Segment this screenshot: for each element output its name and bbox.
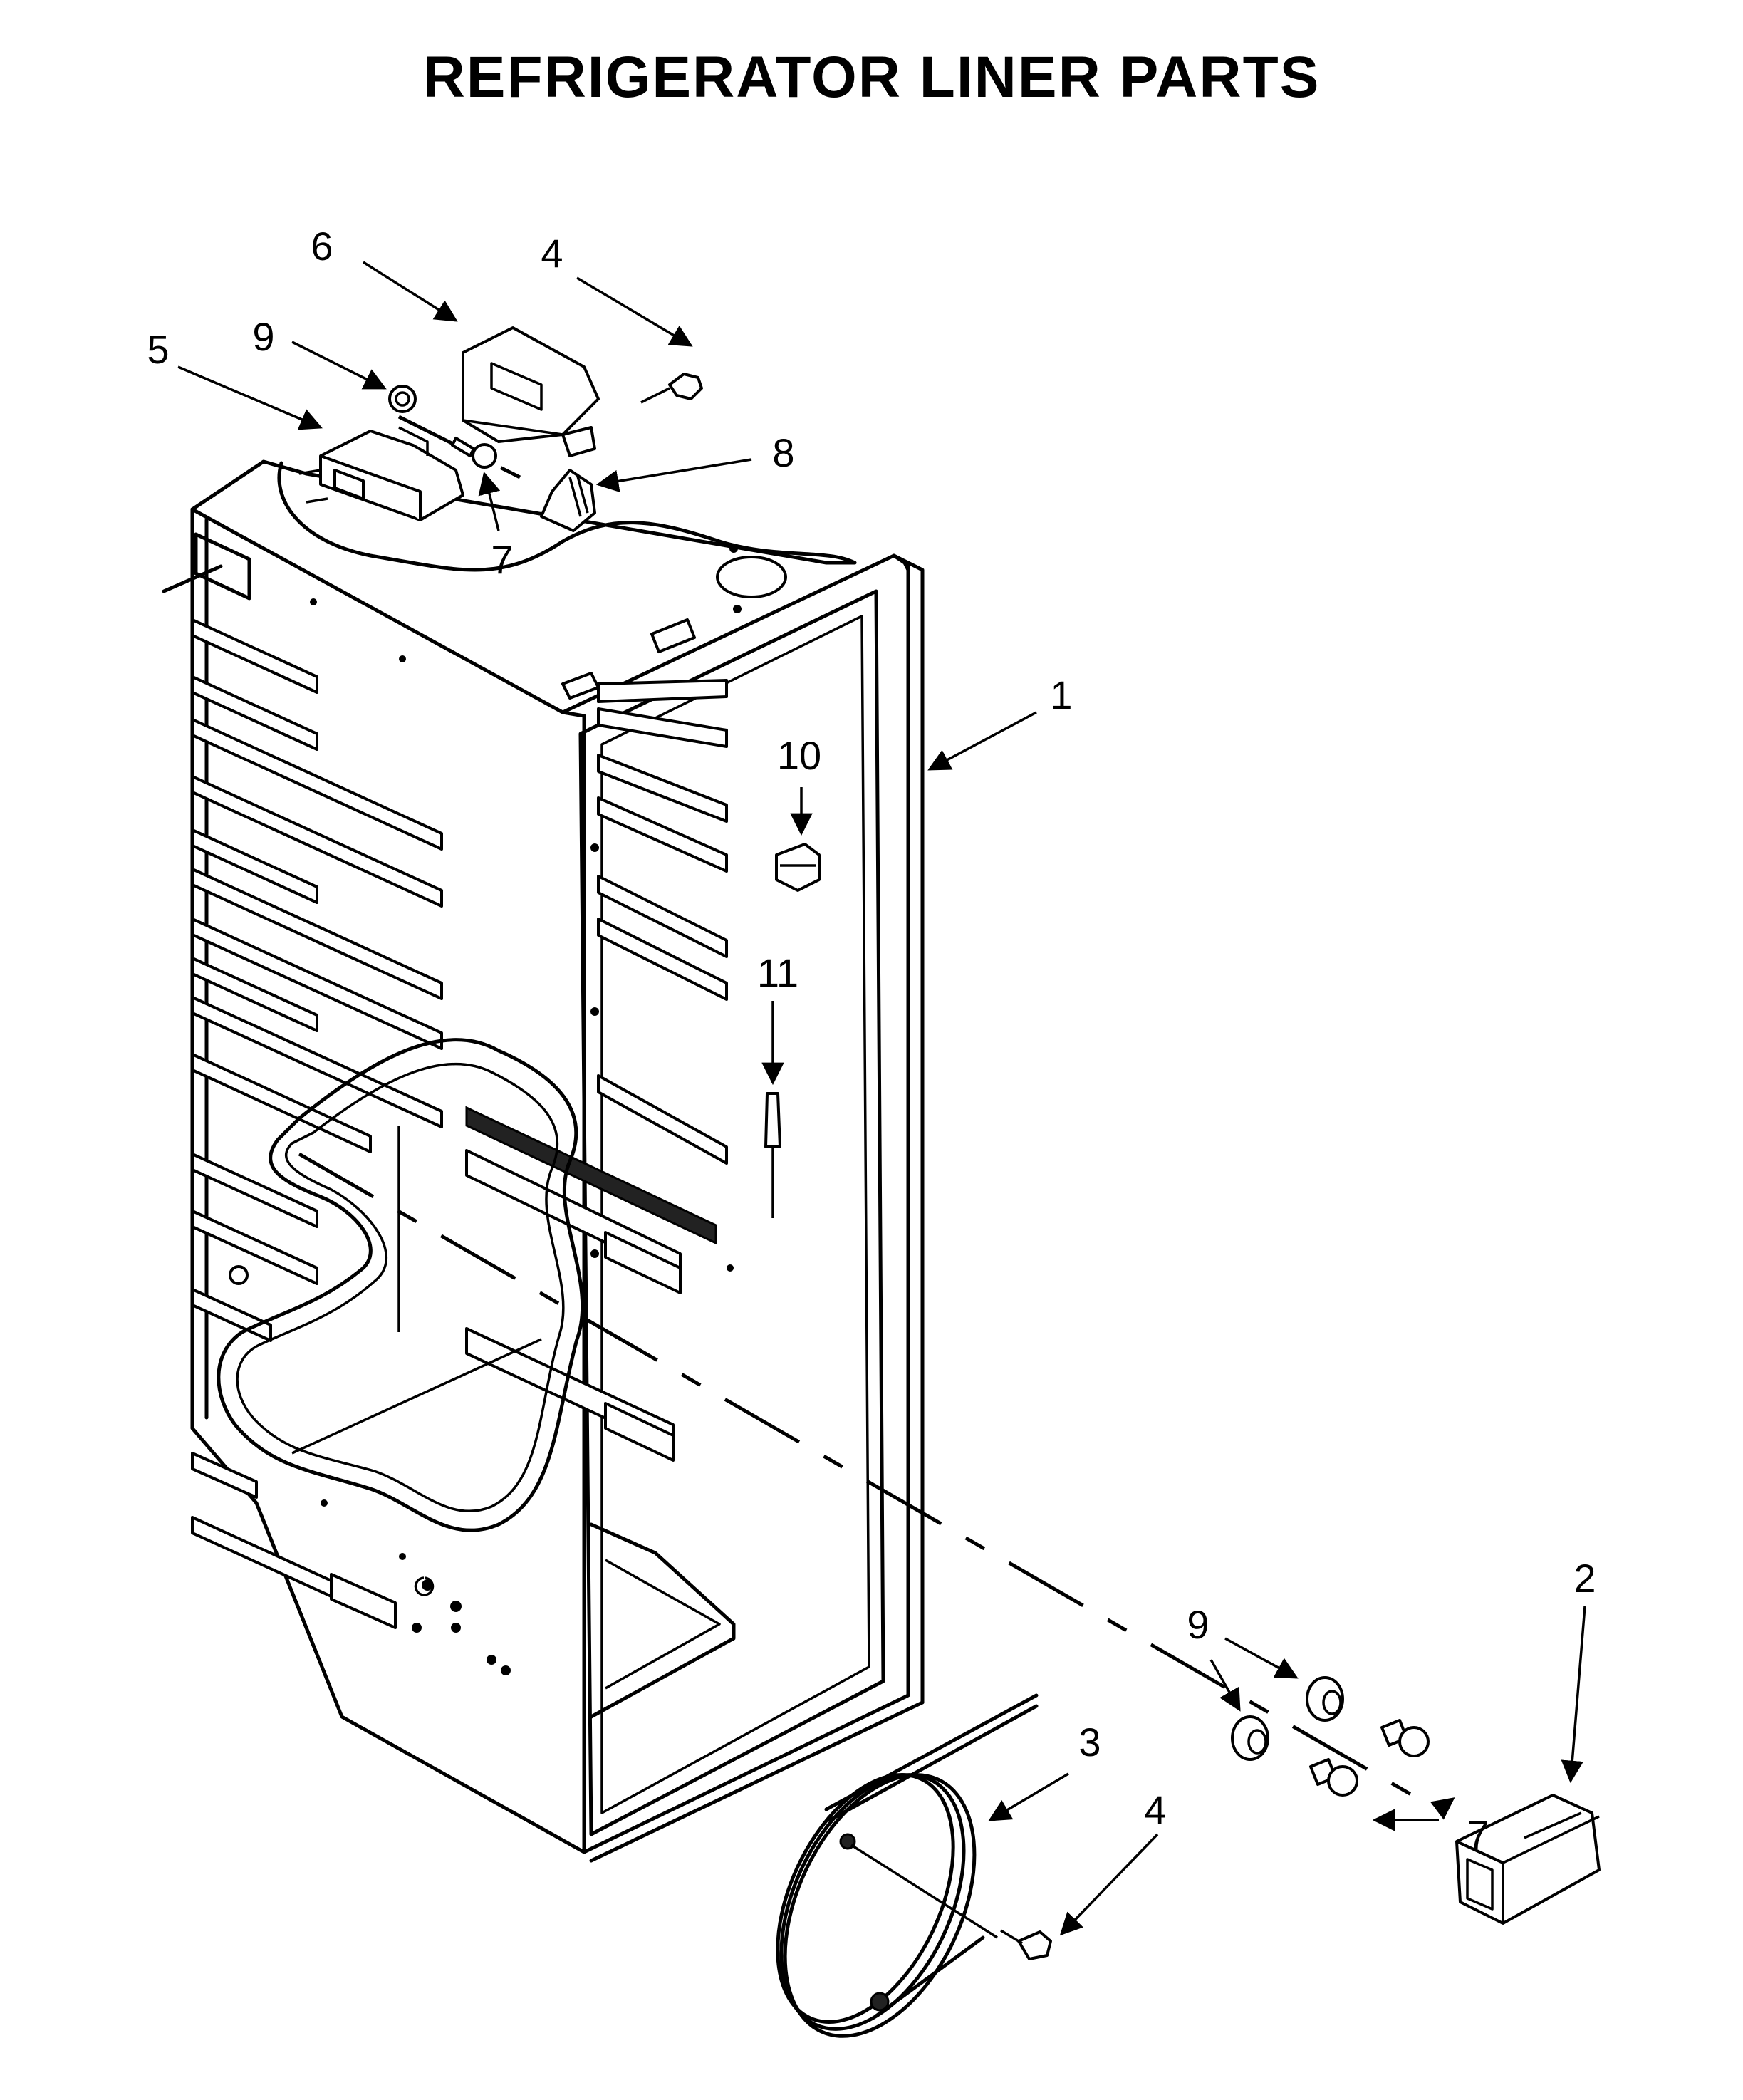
liner-body [162, 459, 925, 1863]
part-6-bracket [462, 326, 600, 457]
part-7-bulb-top [451, 437, 497, 469]
part-4-screw-bottom [1000, 1929, 1052, 1960]
part-7-bulbs-right [1309, 1719, 1430, 1797]
part-5-control-housing [298, 426, 464, 521]
part-9-grommet-top [388, 385, 417, 413]
callout-9-right: 9 [1187, 1602, 1209, 1647]
callout-5: 5 [147, 327, 169, 372]
part-3-water-tube [776, 1693, 1039, 2038]
callout-6: 6 [311, 224, 333, 269]
part-10-clip [775, 843, 821, 892]
part-8-lamp-cover [540, 469, 596, 532]
callout-10: 10 [777, 733, 821, 778]
left-wall-shelf-rails [191, 618, 443, 1629]
part-11-sensor [764, 1092, 781, 1218]
right-wall-shelf-rails [465, 679, 728, 1462]
part-9-grommets-right [1231, 1676, 1344, 1761]
callout-7-right: 7 [1467, 1812, 1489, 1857]
callout-1: 1 [1050, 672, 1072, 717]
callout-labels: 6 4 5 9 8 7 1 10 11 2 9 3 4 7 [147, 224, 1596, 1857]
callout-4-top: 4 [541, 231, 563, 276]
part-4-screw-top [640, 373, 703, 404]
callout-7-top: 7 [491, 537, 513, 582]
callout-9-top: 9 [252, 314, 274, 359]
part-2-light-housing [1455, 1794, 1601, 1925]
leader-arrows [177, 261, 1586, 1936]
callout-3: 3 [1078, 1720, 1101, 1764]
callout-4-bottom: 4 [1144, 1787, 1166, 1832]
callout-8: 8 [772, 430, 794, 475]
page-title: REFRIGERATOR LINER PARTS [422, 45, 1321, 110]
callout-11: 11 [757, 950, 798, 995]
dashed-leader-line [298, 1152, 1426, 1804]
callout-2: 2 [1573, 1556, 1596, 1601]
